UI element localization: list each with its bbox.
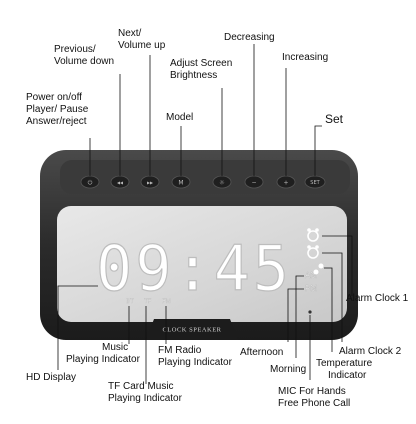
bt-indicator: BT bbox=[126, 299, 134, 305]
label-music-line2: Playing Indicator bbox=[66, 354, 140, 365]
next-icon: ▸▸ bbox=[147, 180, 153, 187]
label-temperature-line2: Indicator bbox=[328, 370, 367, 381]
label-mic-line2: Free Phone Call bbox=[278, 398, 351, 409]
label-previous-line1: Previous/ bbox=[54, 44, 96, 55]
model-button[interactable]: M bbox=[171, 175, 191, 189]
pm-indicator: PM bbox=[305, 284, 317, 293]
label-music: Music Playing Indicator bbox=[66, 342, 140, 366]
label-temperature: Temperature Indicator bbox=[316, 358, 372, 382]
label-previous-line2: Volume down bbox=[54, 56, 115, 67]
label-hd-line1: HD Display bbox=[26, 372, 77, 383]
previous-icon: ◂◂ bbox=[117, 180, 123, 187]
set-icon: SET bbox=[310, 180, 320, 186]
label-alarm1: Alarm Clock 1 bbox=[346, 293, 408, 305]
label-set: Set bbox=[325, 112, 343, 126]
label-mic: MIC For Hands Free Phone Call bbox=[278, 386, 350, 410]
leader-lines bbox=[57, 44, 353, 384]
alarm-clock-1-icon bbox=[307, 228, 319, 242]
label-decreasing: Decreasing bbox=[224, 32, 275, 44]
label-morning-line1: Morning bbox=[270, 364, 307, 375]
label-tf-line1: TF Card Music bbox=[108, 381, 174, 392]
label-tf: TF Card Music Playing Indicator bbox=[108, 381, 182, 405]
label-fm-line2: Playing Indicator bbox=[158, 357, 232, 368]
brand-label: CLOCK SPEAKER bbox=[162, 327, 221, 334]
minus-icon: − bbox=[251, 180, 256, 187]
set-button[interactable]: SET bbox=[304, 175, 326, 189]
time-display: 09:45 bbox=[96, 232, 292, 305]
label-temperature-line1: Temperature bbox=[316, 358, 373, 369]
label-power: Power on/off Player/ Pause Answer/reject bbox=[26, 92, 88, 128]
am-indicator: AM bbox=[305, 271, 317, 280]
label-mic-line1: MIC For Hands bbox=[278, 386, 346, 397]
next-button[interactable]: ▸▸ bbox=[140, 175, 160, 189]
label-decreasing-line1: Decreasing bbox=[224, 32, 275, 43]
label-next-line1: Next/ bbox=[118, 28, 142, 39]
plus-icon: + bbox=[283, 180, 288, 187]
label-alarm1-line1: Alarm Clock 1 bbox=[346, 293, 409, 304]
label-morning: Morning bbox=[270, 364, 306, 376]
model-icon: M bbox=[178, 180, 183, 187]
label-alarm2: Alarm Clock 2 bbox=[339, 346, 401, 358]
previous-button[interactable]: ◂◂ bbox=[110, 175, 130, 189]
label-power-line2: Player/ Pause bbox=[26, 104, 89, 115]
power-button[interactable]: ⏻ bbox=[80, 175, 100, 189]
label-previous: Previous/ Volume down bbox=[54, 44, 114, 68]
label-alarm2-line1: Alarm Clock 2 bbox=[339, 346, 402, 357]
label-set-line1: Set bbox=[325, 112, 344, 126]
label-next: Next/ Volume up bbox=[118, 28, 165, 52]
label-power-line3: Answer/reject bbox=[26, 116, 87, 127]
label-fm-line1: FM Radio bbox=[158, 345, 202, 356]
label-tf-line2: Playing Indicator bbox=[108, 393, 182, 404]
label-model-line1: Model bbox=[166, 112, 194, 123]
label-afternoon-line1: Afternoon bbox=[240, 347, 284, 358]
fm-indicator: FM bbox=[162, 299, 171, 305]
label-next-line2: Volume up bbox=[118, 40, 166, 51]
tf-indicator: TF bbox=[144, 299, 152, 305]
label-adjust-line1: Adjust Screen bbox=[170, 58, 233, 69]
brightness-button[interactable]: ☼ bbox=[212, 175, 232, 189]
label-adjust-line2: Brightness bbox=[170, 70, 218, 81]
label-music-line1: Music bbox=[102, 342, 129, 353]
alarm-clock-2-icon bbox=[307, 245, 319, 259]
label-increasing: Increasing bbox=[282, 52, 328, 64]
clock-top-panel bbox=[60, 160, 350, 194]
label-adjust: Adjust Screen Brightness bbox=[170, 58, 232, 82]
label-afternoon: Afternoon bbox=[240, 347, 283, 359]
power-icon: ⏻ bbox=[88, 180, 93, 187]
label-fm: FM Radio Playing Indicator bbox=[158, 345, 232, 369]
label-hd: HD Display bbox=[26, 372, 76, 384]
mic-hole bbox=[308, 310, 312, 314]
increase-button[interactable]: + bbox=[276, 175, 296, 189]
decrease-button[interactable]: − bbox=[244, 175, 264, 189]
label-power-line1: Power on/off bbox=[26, 92, 82, 103]
mirror-screen bbox=[57, 206, 347, 322]
label-model: Model bbox=[166, 112, 193, 124]
brand-tab bbox=[146, 319, 238, 340]
temperature-icon bbox=[313, 263, 324, 275]
brightness-icon: ☼ bbox=[219, 180, 225, 187]
label-increasing-line1: Increasing bbox=[282, 52, 329, 63]
